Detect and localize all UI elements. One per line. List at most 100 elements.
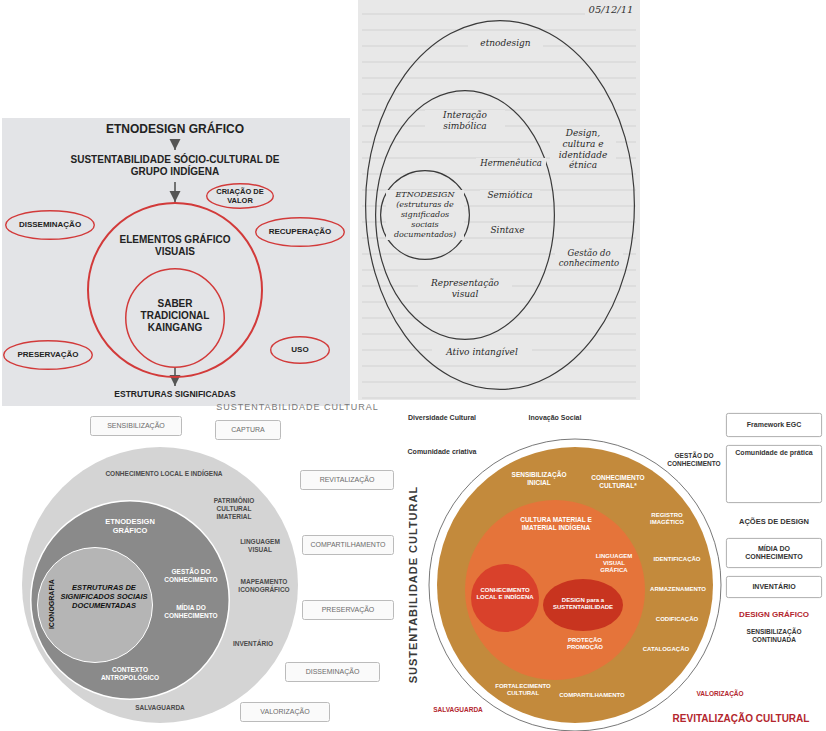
node-text: SABER TRADICIONAL KAINGANG [133, 298, 217, 334]
rule-line [362, 270, 636, 271]
ring-title: REVITALIZAÇÃO CULTURAL [660, 713, 822, 725]
phase-segment-outline [301, 471, 394, 490]
node-text: DESIGN para a SUSTENTABILIDADE [546, 597, 620, 611]
core-disc-outline [471, 564, 539, 632]
middle-ellipse: Interação simbólicaHermenêuticaSemiótica… [375, 90, 555, 340]
context-note: Diversidade Cultural [402, 414, 482, 422]
action-oval: USO [270, 336, 330, 364]
note-box-outline [726, 538, 821, 567]
node-text: COMPARTILHAMENTO [310, 541, 385, 549]
note-box: Framework EGC [726, 413, 822, 437]
rule-line [362, 62, 636, 63]
node-text: etnodesign [468, 38, 543, 49]
node-text: GESTÃO DO CONHECIMENTO [158, 568, 224, 584]
notebook-page [358, 0, 640, 400]
rule-line [362, 94, 636, 95]
node-text: CONHECIMENTO LOCAL E INDÍGENA [474, 587, 536, 601]
ring-label: SENSIBILIZAÇÃO CONTINUADA [726, 628, 822, 644]
node-text: LINGUAGEM VISUAL [232, 538, 288, 554]
node-text: ESTRUTURAS SIGNIFICADAS [114, 389, 235, 399]
action-oval-outline [207, 184, 274, 209]
phase-segment: CAPTURA [215, 420, 281, 440]
note-box: AÇÕES DE DESIGN [726, 512, 822, 530]
culture-disc-outline [465, 500, 645, 680]
node-text: SENSIBILIZAÇÃO INICIAL [503, 471, 575, 487]
node-text: SENSIBILIZAÇÃO [107, 422, 165, 430]
sketch-heading: SUSTENTABILIDADE SÓCIO-CULTURAL DE GRUPO… [65, 150, 285, 182]
node-text: MÍDIA DO CONHECIMENTO [730, 545, 818, 562]
node-text: SUSTENTABILIDADE SÓCIO-CULTURAL DE GRUPO… [69, 154, 281, 178]
action-oval: RECUPERAÇÃO [255, 217, 345, 247]
action-oval-outline [6, 211, 95, 240]
ring-label: VALORIZAÇÃO [690, 690, 750, 698]
node-text: Design, cultura e identidade étnica [550, 128, 616, 171]
design-disc: ETNODESIGN GRÁFICOGESTÃO DO CONHECIMENTO… [30, 500, 230, 700]
node-text: Comunidade de prática [730, 449, 818, 457]
node-text: MÍDIA DO CONHECIMENTO [158, 604, 224, 620]
node-text: CONHECIMENTO LOCAL E INDÍGENA [96, 470, 232, 478]
node-text: Gestão do conhecimento [555, 248, 623, 268]
ring-title: SUSTENTABILIDADE CULTURAL [407, 465, 420, 705]
design-oval-outline [543, 579, 623, 631]
design-oval: DESIGN para a SUSTENTABILIDADE [543, 579, 623, 631]
node-text: CONTEXTO ANTROPOLÓGICO [90, 666, 170, 682]
note-box-outline [726, 413, 821, 436]
node-text: CRIAÇÃO DE VALOR [214, 187, 266, 205]
concept-circle: ELEMENTOS GRÁFICO VISUAISSABER TRADICION… [87, 202, 263, 378]
shape-outline [87, 202, 263, 378]
action-oval-outline [4, 341, 93, 370]
note-box: INVENTÁRIO [726, 576, 822, 598]
node-text: CODIFICAÇÃO [650, 616, 704, 623]
node-text: PROTEÇÃO PROMOÇÃO [560, 637, 610, 651]
node-text: CAPTURA [231, 426, 264, 434]
rule-line [362, 398, 636, 399]
node-text: PRESERVAÇÃO [17, 350, 78, 360]
node-text: Hermenêutica [476, 158, 546, 168]
notebook-rules [362, 14, 636, 398]
node-text: PATRIMÔNIO CULTURAL IMATERIAL [205, 497, 263, 520]
node-text: Representação visual [418, 278, 512, 300]
node-text: LINGUAGEM VISUAL GRÁFICA [592, 553, 636, 575]
note-box-outline [726, 576, 821, 597]
node-text: Framework EGC [747, 421, 801, 429]
ring-label: DESIGN GRÁFICO [726, 610, 822, 620]
phase-segment-outline [91, 417, 182, 436]
management-disc-outline [437, 447, 713, 723]
node-text: USO [291, 345, 308, 355]
node-text: CATALOGAÇÃO [640, 646, 692, 653]
ring-title: SUSTENTABILIDADE CULTURAL [200, 402, 395, 413]
node-text: VALORIZAÇÃO [260, 708, 309, 716]
core-circle: ETNODESIGN (estruturas de significados s… [380, 170, 470, 260]
node-text: RECUPERAÇÃO [269, 227, 332, 237]
concept-circle-outline [88, 203, 262, 377]
phase-segment-outline [303, 536, 394, 555]
node-text: Ativo intangível [432, 347, 532, 358]
node-text: Sintaxe [480, 225, 535, 236]
context-note: Inovação Social [520, 414, 590, 422]
culture-disc: CULTURA MATERIAL E IMATERIAL INDÍGENALIN… [465, 500, 645, 680]
middle-ellipse-outline [376, 91, 555, 340]
node-text: IDENTIFICAÇÃO [648, 556, 706, 563]
sketch-photo-ground [2, 118, 350, 406]
note-box: Comunidade de prática [726, 445, 822, 503]
phase-segment: REVITALIZAÇÃO [300, 470, 394, 490]
knowledge-disc: CONHECIMENTO LOCAL E INDÍGENA PATRIMÔNIO … [22, 447, 298, 723]
note-box: MÍDIA DO CONHECIMENTO [726, 538, 822, 568]
flow-arrow [174, 139, 176, 150]
node-text: INVENTÁRIO [222, 640, 284, 648]
action-oval: DISSEMINAÇÃO [5, 210, 95, 240]
outer-cycle-ring [429, 439, 721, 731]
node-text: Interação simbólica [425, 110, 505, 132]
core-circle: SABER TRADICIONAL KAINGANG [125, 268, 225, 368]
core-circle-outline [381, 171, 470, 260]
phase-segment: COMPARTILHAMENTO [302, 535, 394, 555]
knowledge-disc-outline [22, 447, 298, 723]
date-note: 05/12/11 [585, 4, 637, 16]
phase-segment: SENSIBILIZAÇÃO [90, 416, 182, 436]
ring-label: GESTÃO DO CONHECIMENTO [664, 452, 724, 468]
rule-line [362, 174, 636, 175]
phase-segment-outline [303, 601, 394, 620]
node-text: MAPEAMENTO ICONOGRÁFICO [232, 578, 296, 594]
phase-segment-outline [241, 703, 330, 722]
